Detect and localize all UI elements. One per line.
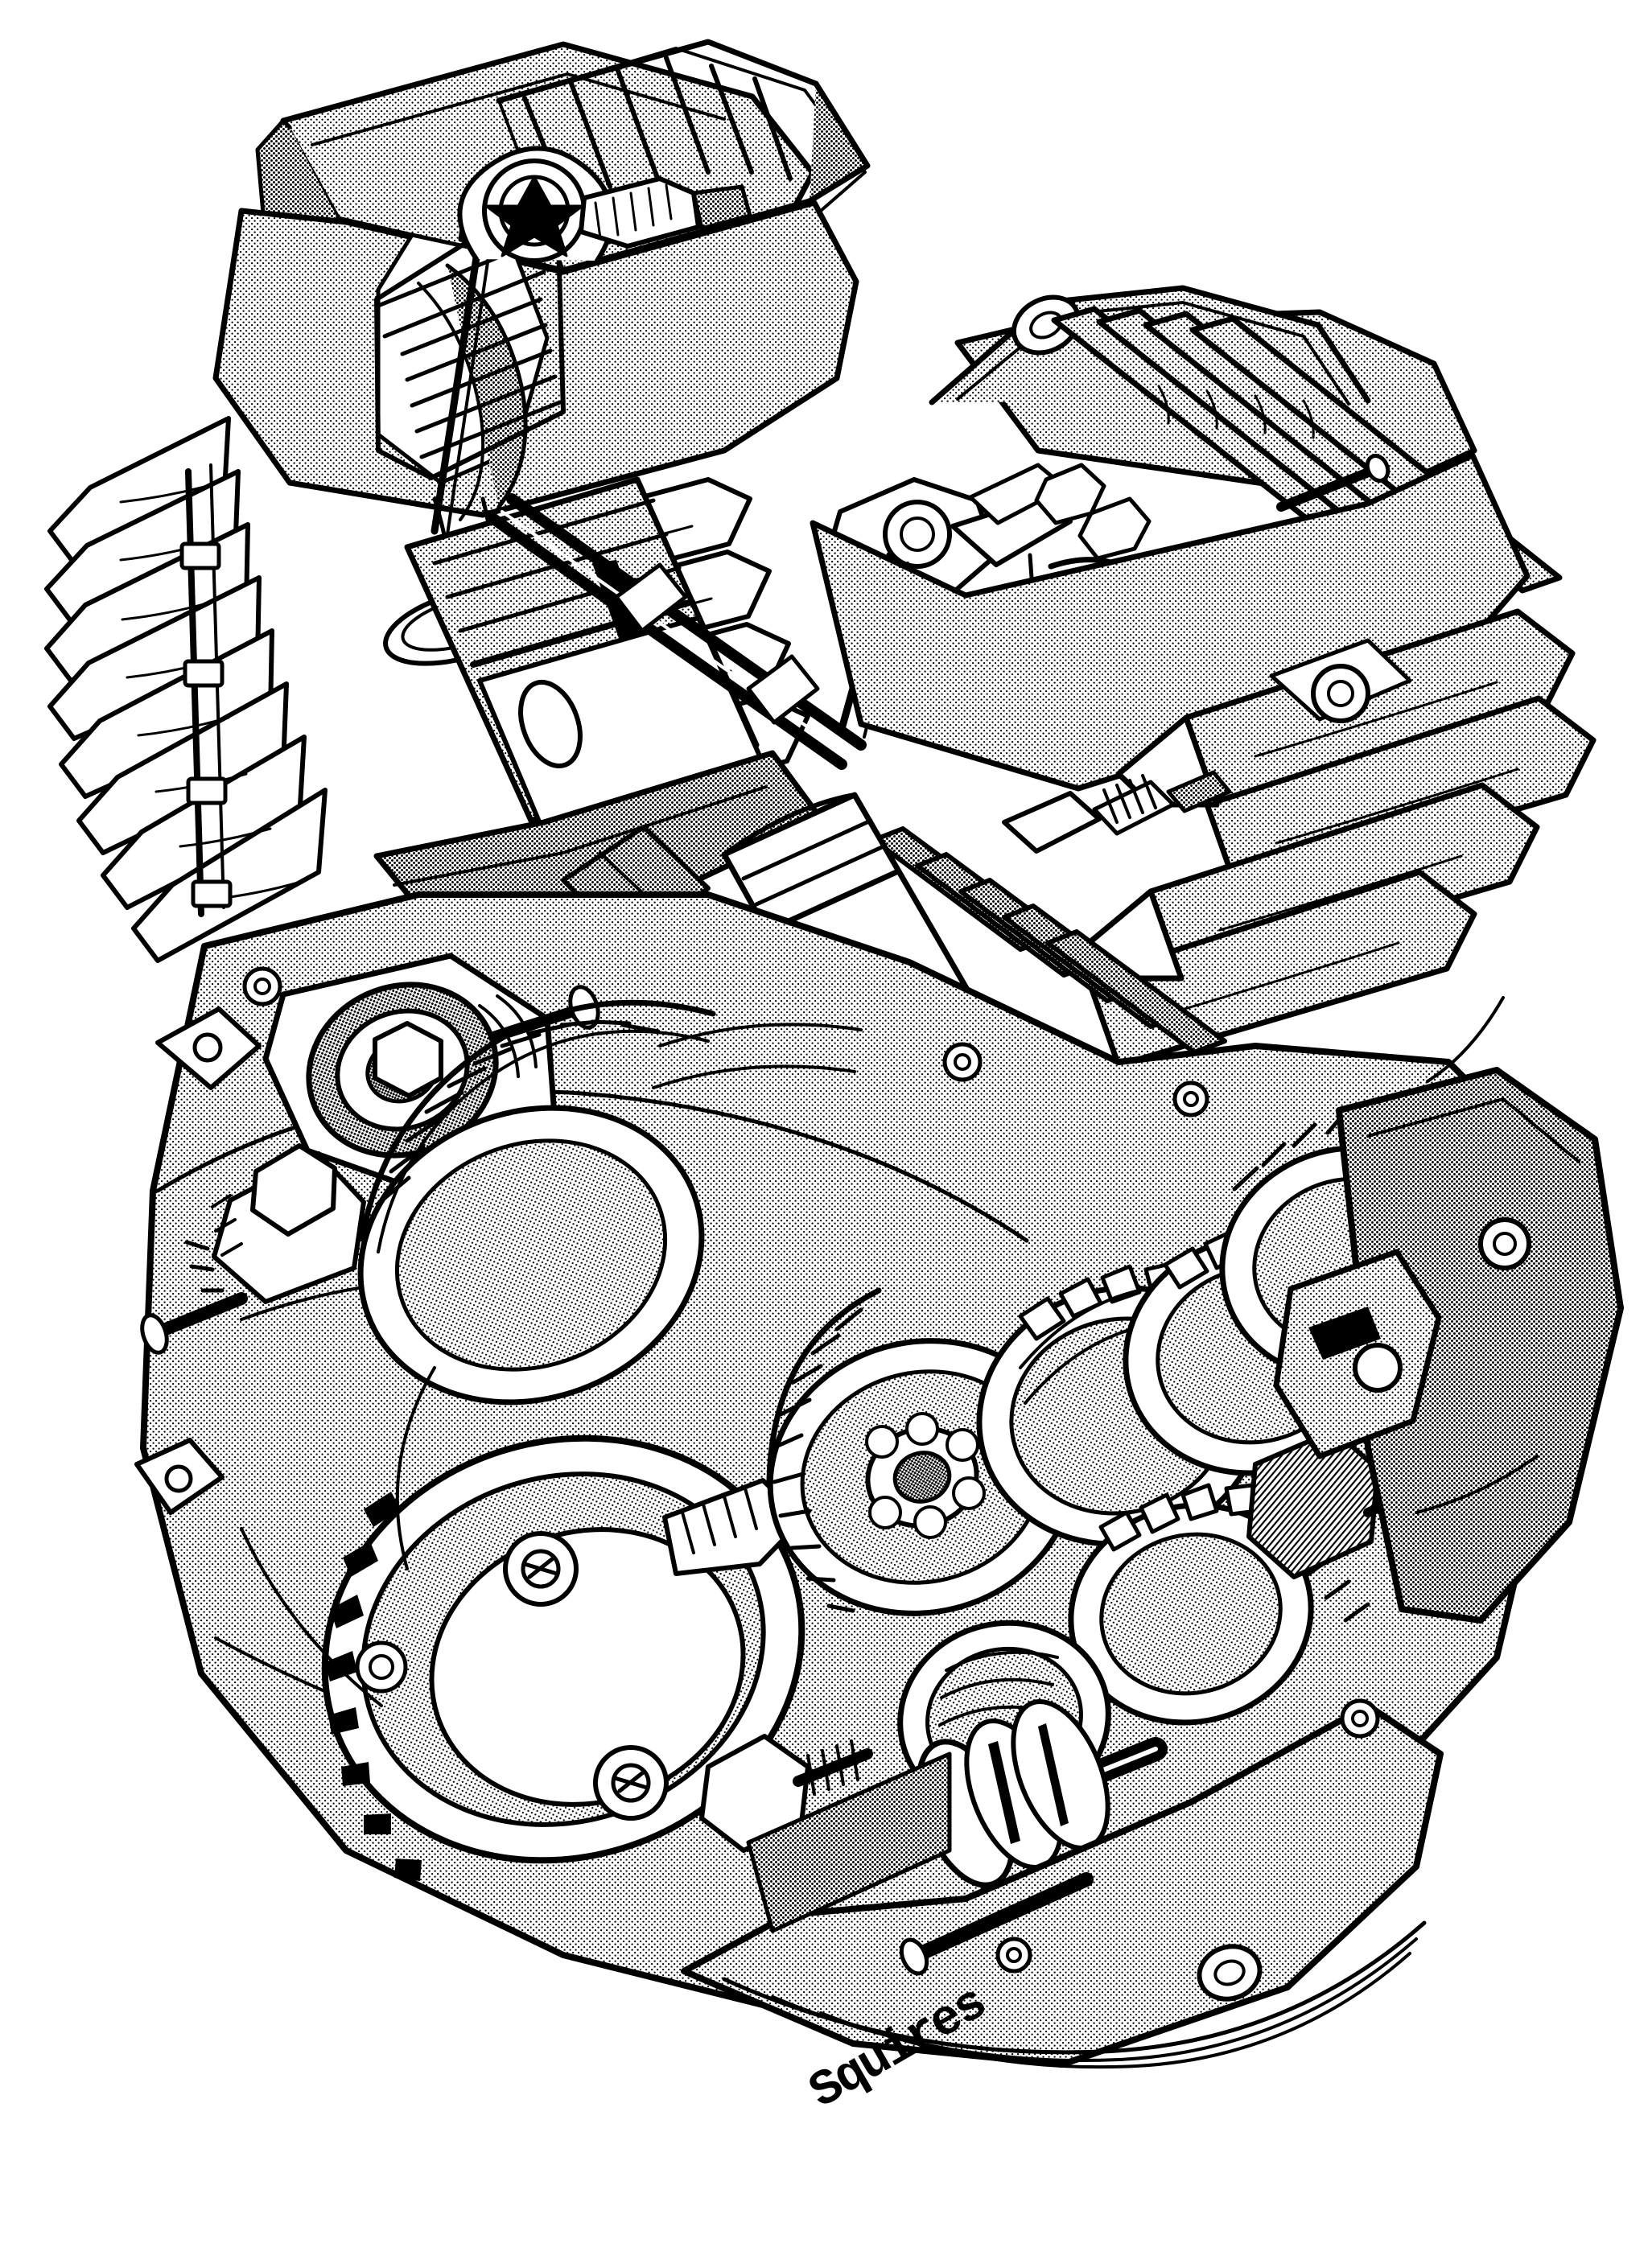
spark-plug: [1002, 770, 1232, 854]
engine-mount-lug: [134, 1006, 262, 1515]
rear-head-webs: [1269, 638, 1412, 723]
shaft-bearing-stack: [916, 1699, 1110, 1888]
gear-stack-c: [1068, 1483, 1314, 1726]
pushrod-tubes: [487, 493, 867, 950]
oil-pump: [140, 1143, 366, 1355]
bevel-gear: [357, 999, 716, 1406]
detail-lines: [240, 996, 1505, 1707]
clutch-pressure-plate: [355, 1527, 746, 1821]
clutch-lever: [662, 1478, 805, 1576]
gearbox-cluster: [766, 1103, 1478, 1817]
front-piston: [404, 476, 764, 828]
case-web-bracket: [1273, 1249, 1442, 1459]
case-lower-shadow: [746, 1751, 952, 1933]
rear-barrel-short-fins: [871, 826, 1227, 1055]
breather-pipe: [1276, 454, 1390, 512]
rear-head-body: [810, 452, 1531, 792]
front-rocker-assembly: [457, 146, 752, 263]
sump-oil-pan: [681, 1702, 1444, 2069]
front-cylinder-assembly: [44, 39, 871, 963]
rear-cylinder-assembly: [721, 285, 1596, 1086]
front-head-top-fins: [496, 39, 871, 274]
front-cooling-fins: [44, 416, 328, 963]
case-bolt-bosses: [242, 966, 1380, 1974]
